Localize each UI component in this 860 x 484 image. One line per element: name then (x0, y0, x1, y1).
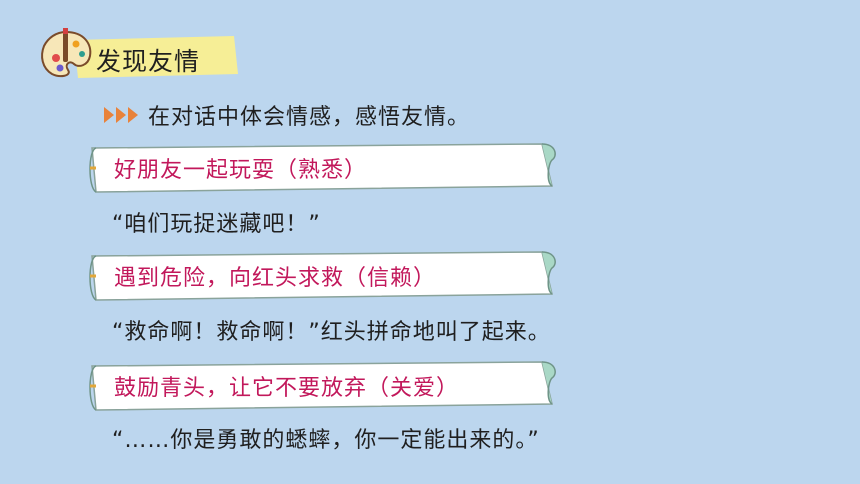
scroll-label-2: 遇到危险，向红头求救（信赖） (114, 266, 437, 291)
subtitle: 在对话中体会情感，感悟友情。 (102, 100, 470, 130)
scroll-banner-2: 遇到危险，向红头求救（信赖） (86, 250, 558, 304)
scroll-banner-1: 好朋友一起玩耍（熟悉） (86, 142, 558, 196)
scroll-banner-3: 鼓励青头，让它不要放弃（关爱） (86, 360, 558, 414)
palette-icon (41, 28, 92, 78)
quote-1: “咱们玩捉迷藏吧！” (112, 212, 321, 237)
quote-2: “救命啊！救命啊！”红头拼命地叫了起来。 (112, 320, 551, 345)
quote-3: “……你是勇敢的蟋蟀，你一定能出来的。” (112, 428, 540, 453)
subtitle-text: 在对话中体会情感，感悟友情。 (148, 105, 471, 130)
triple-arrow-icon (102, 105, 142, 125)
page-title: 发现友情 (96, 47, 201, 76)
title-banner-shape (74, 36, 238, 78)
scroll-label-1: 好朋友一起玩耍（熟悉） (114, 158, 368, 183)
title-banner: 发现友情 (68, 34, 240, 80)
scroll-label-3: 鼓励青头，让它不要放弃（关爱） (114, 376, 460, 401)
